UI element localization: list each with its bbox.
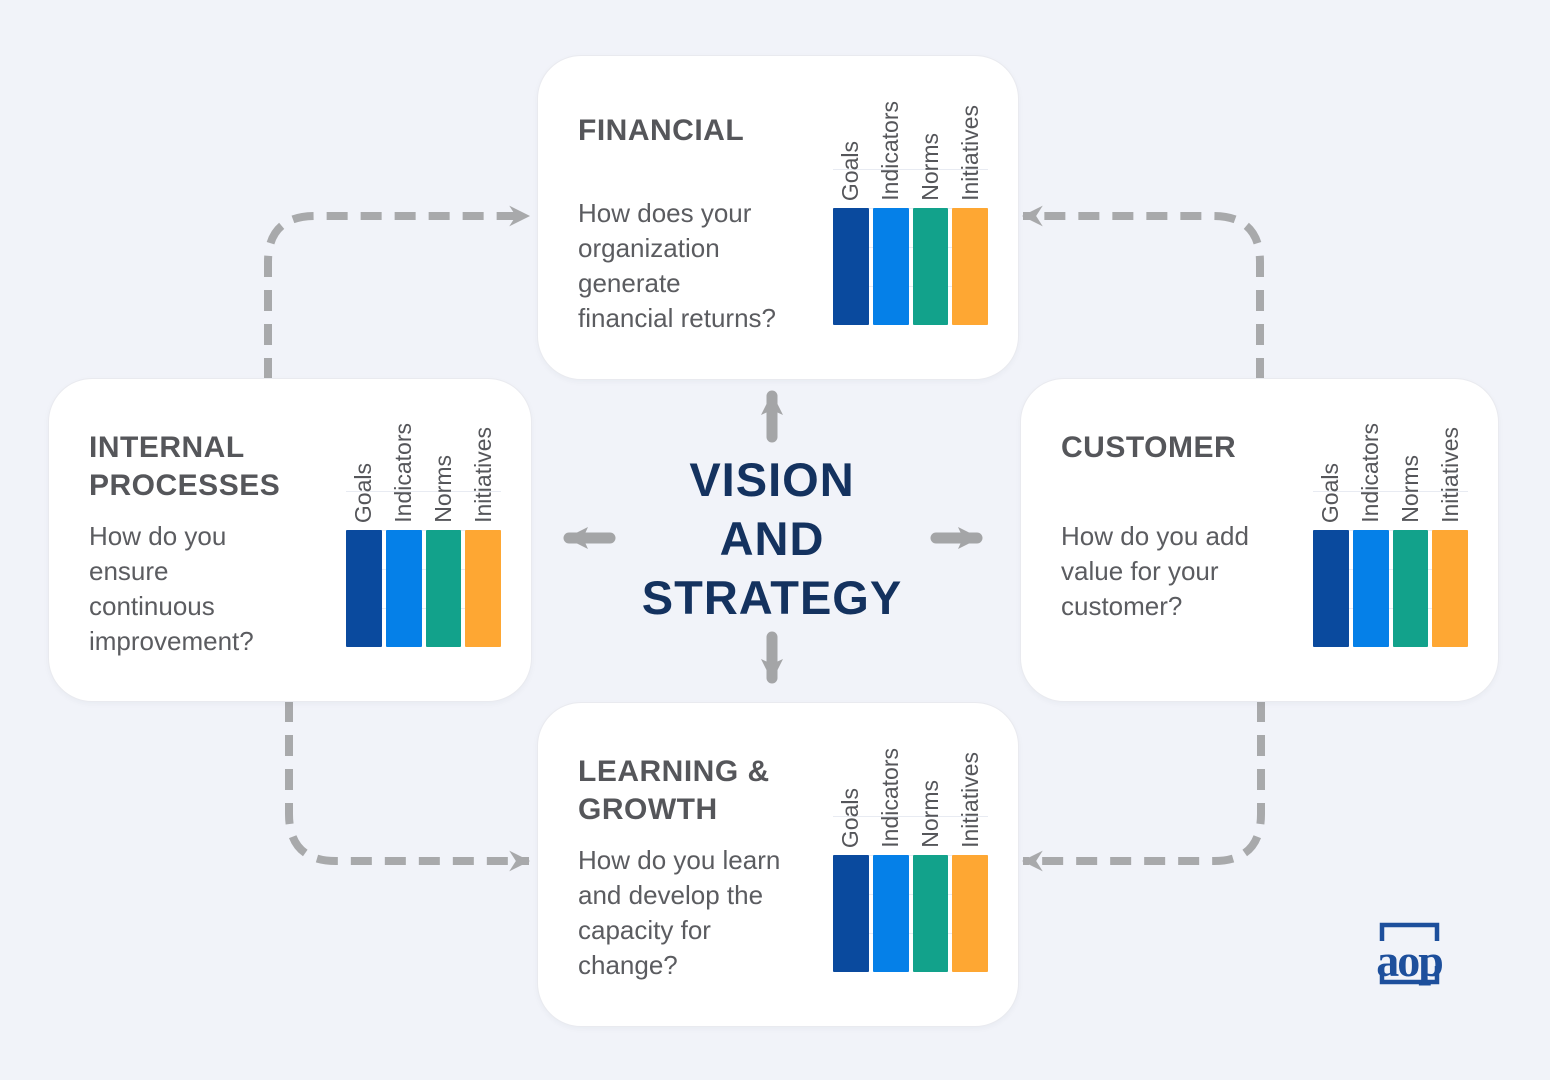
chart-column: Goals: [833, 732, 869, 972]
internal-processes-mini-chart: Goals Indicators Norms Initiatives: [346, 407, 501, 647]
bar-goals: [833, 855, 869, 972]
column-label-indicators: Indicators: [1357, 423, 1384, 523]
chart-column: Indicators: [872, 85, 909, 325]
column-label-goals: Goals: [350, 462, 377, 523]
bar-norms: [425, 530, 462, 647]
title-line: PROCESSES: [89, 469, 281, 502]
center-line: STRATEGY: [641, 571, 903, 624]
question-line: generate: [578, 268, 681, 298]
financial-card: FINANCIAL How does your organization gen…: [537, 55, 1019, 380]
customer-question: How do you add value for your customer?: [1061, 519, 1249, 624]
logo-bracket-top: [1379, 922, 1440, 941]
question-line: ensure: [89, 556, 169, 586]
column-label-indicators: Indicators: [877, 101, 904, 201]
learning-growth-question: How do you learn and develop the capacit…: [578, 843, 780, 983]
connector-customer-to-financial: [1021, 205, 1264, 379]
customer-title: CUSTOMER: [1061, 429, 1236, 467]
connector-customer-to-learning: [1021, 701, 1265, 872]
chart-column: Goals: [1313, 407, 1349, 647]
learning-growth-title: LEARNING & GROWTH: [578, 753, 770, 829]
bar-goals: [833, 208, 869, 325]
bar-goals: [346, 530, 382, 647]
title-line: CUSTOMER: [1061, 431, 1237, 464]
title-line: FINANCIAL: [578, 114, 745, 147]
chart-column: Norms: [1392, 407, 1429, 647]
question-line: How do you add: [1061, 521, 1249, 551]
chart-column: Initiatives: [465, 407, 501, 647]
column-label-goals: Goals: [837, 787, 864, 848]
center-line: AND: [719, 512, 825, 565]
column-label-initiatives: Initiatives: [956, 105, 983, 201]
column-label-initiatives: Initiatives: [956, 752, 983, 848]
chart-column: Indicators: [1352, 407, 1389, 647]
connector-internal-to-learning: [285, 701, 531, 872]
column-label-indicators: Indicators: [390, 423, 417, 523]
bar-initiatives: [952, 208, 988, 325]
title-line: GROWTH: [578, 793, 718, 826]
question-line: organization: [578, 233, 720, 263]
chart-column: Initiatives: [1432, 407, 1468, 647]
bar-initiatives: [952, 855, 988, 972]
customer-card: CUSTOMER How do you add value for your c…: [1020, 378, 1499, 702]
logo-text: aop: [1376, 935, 1442, 986]
internal-processes-title: INTERNAL PROCESSES: [89, 429, 280, 505]
learning-growth-card: LEARNING & GROWTH How do you learn and d…: [537, 702, 1019, 1027]
chart-column: Norms: [425, 407, 462, 647]
title-line: INTERNAL: [89, 431, 245, 464]
chart-column: Goals: [346, 407, 382, 647]
chart-column: Norms: [912, 85, 949, 325]
financial-title: FINANCIAL: [578, 112, 744, 150]
chart-column: Goals: [833, 85, 869, 325]
column-label-indicators: Indicators: [877, 748, 904, 848]
vision-strategy-label: VISION AND STRATEGY: [557, 450, 987, 627]
financial-question: How does your organization generate fina…: [578, 196, 776, 336]
question-line: value for your: [1061, 556, 1219, 586]
question-line: financial returns?: [578, 303, 776, 333]
column-label-initiatives: Initiatives: [1436, 427, 1463, 523]
question-line: How do you learn: [578, 845, 781, 875]
question-line: improvement?: [89, 626, 254, 656]
question-line: How does your: [578, 198, 752, 228]
bar-norms: [912, 855, 949, 972]
column-label-norms: Norms: [1396, 455, 1423, 523]
column-label-norms: Norms: [429, 455, 456, 523]
internal-processes-question: How do you ensure continuous improvement…: [89, 519, 254, 659]
chart-column: Norms: [912, 732, 949, 972]
question-line: and develop the: [578, 880, 764, 910]
customer-mini-chart: Goals Indicators Norms Initiatives: [1313, 407, 1468, 647]
title-line: LEARNING &: [578, 755, 770, 788]
chart-column: Indicators: [872, 732, 909, 972]
question-line: How do you: [89, 521, 227, 551]
question-line: continuous: [89, 591, 215, 621]
learning-growth-mini-chart: Goals Indicators Norms Initiatives: [833, 732, 988, 972]
bar-indicators: [1352, 530, 1389, 647]
bar-indicators: [872, 855, 909, 972]
aop-logo: aop: [1376, 922, 1444, 986]
bar-norms: [912, 208, 949, 325]
bar-initiatives: [1432, 530, 1468, 647]
financial-mini-chart: Goals Indicators Norms Initiatives: [833, 85, 988, 325]
question-line: capacity for: [578, 915, 711, 945]
bar-norms: [1392, 530, 1429, 647]
column-label-goals: Goals: [837, 140, 864, 201]
center-line: VISION: [689, 453, 855, 506]
column-label-norms: Norms: [916, 133, 943, 201]
connector-internal-to-financial: [264, 205, 531, 379]
bar-indicators: [872, 208, 909, 325]
logo-bracket-bottom: [1379, 966, 1440, 985]
column-label-goals: Goals: [1317, 462, 1344, 523]
chart-column: Initiatives: [952, 85, 988, 325]
question-line: change?: [578, 950, 678, 980]
column-label-norms: Norms: [916, 780, 943, 848]
chart-column: Indicators: [385, 407, 422, 647]
bar-indicators: [385, 530, 422, 647]
bar-goals: [1313, 530, 1349, 647]
bar-initiatives: [465, 530, 501, 647]
chart-column: Initiatives: [952, 732, 988, 972]
internal-processes-card: INTERNAL PROCESSES How do you ensure con…: [48, 378, 532, 702]
column-label-initiatives: Initiatives: [469, 427, 496, 523]
question-line: customer?: [1061, 591, 1183, 621]
